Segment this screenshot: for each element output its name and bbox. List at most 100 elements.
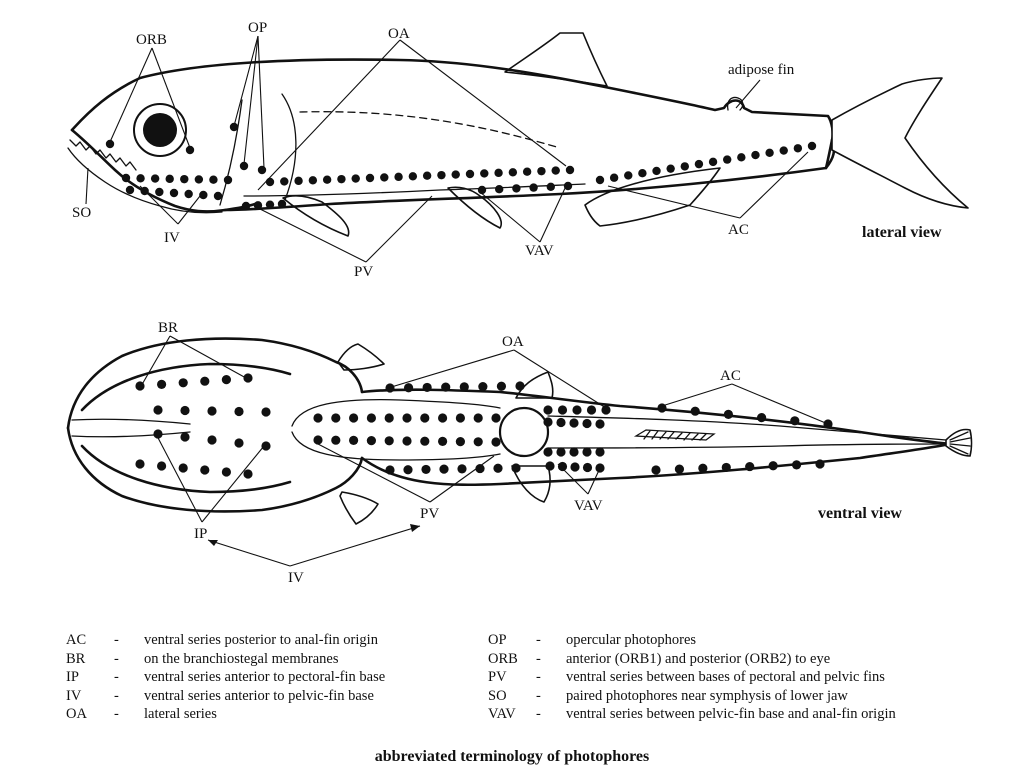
legend-entry: AC-ventral series posterior to anal-fin … xyxy=(66,632,486,651)
photophore xyxy=(543,447,552,456)
label-br: BR xyxy=(158,320,178,336)
photophore xyxy=(200,377,209,386)
label-ac-ventral: AC xyxy=(720,368,741,384)
photophore xyxy=(184,190,192,198)
photophore xyxy=(570,462,579,471)
jaw-teeth xyxy=(70,140,136,170)
photophore xyxy=(438,437,447,446)
photophore xyxy=(153,405,162,414)
photophore xyxy=(122,174,130,182)
photophore xyxy=(474,413,483,422)
legend-entry: BR-on the branchiostegal membranes xyxy=(66,651,486,670)
photophore-diagram: ORB OP OA adipose fin SO IV PV VAV AC la… xyxy=(0,0,1024,610)
legend-entry: OA-lateral series xyxy=(66,706,486,725)
photophore xyxy=(394,173,402,181)
photophore xyxy=(780,146,788,154)
photophore xyxy=(234,438,243,447)
legend-abbreviation: IV xyxy=(66,688,81,705)
photophore xyxy=(509,168,517,176)
legend-entry: IV-ventral series anterior to pelvic-fin… xyxy=(66,688,486,707)
photophore xyxy=(280,177,288,185)
photophore xyxy=(495,185,503,193)
jaw-line-lower xyxy=(72,432,190,437)
photophore xyxy=(493,464,502,473)
photophore xyxy=(366,174,374,182)
legend-separator: - xyxy=(114,669,119,686)
photophore xyxy=(242,202,250,210)
photophore xyxy=(515,381,524,390)
photophore xyxy=(294,177,302,185)
photophore xyxy=(666,164,674,172)
photophore xyxy=(243,469,252,478)
photophore xyxy=(224,176,232,184)
photophore xyxy=(652,167,660,175)
legend-description: ventral series between bases of pectoral… xyxy=(566,669,885,686)
photophore xyxy=(423,383,432,392)
photophore xyxy=(234,407,243,416)
photophore xyxy=(385,413,394,422)
photophore xyxy=(180,432,189,441)
photophore xyxy=(582,447,591,456)
photophore xyxy=(815,459,824,468)
legend-abbreviation: SO xyxy=(488,688,507,705)
lateral-view-fish xyxy=(68,33,968,236)
photophore xyxy=(624,171,632,179)
photophore xyxy=(675,465,684,474)
photophore xyxy=(179,378,188,387)
photophore xyxy=(556,447,565,456)
photophore xyxy=(209,176,217,184)
legend-abbreviation: OP xyxy=(488,632,507,649)
legend-entry: PV - ventral series between bases of pecto… xyxy=(488,669,1006,688)
photophore xyxy=(529,183,537,191)
photophore xyxy=(170,189,178,197)
photophore xyxy=(402,413,411,422)
photophore xyxy=(572,405,581,414)
photophore xyxy=(337,175,345,183)
photophore xyxy=(457,464,466,473)
legend-separator: - xyxy=(536,706,541,723)
photophore xyxy=(352,174,360,182)
lateral-pelvic-fin xyxy=(448,187,501,228)
legend-abbreviation: BR xyxy=(66,651,85,668)
photophore xyxy=(480,169,488,177)
label-ac: AC xyxy=(728,222,749,238)
photophore xyxy=(491,413,500,422)
photophore xyxy=(136,174,144,182)
legend-entry: VAV-ventral series between pelvic-fin ba… xyxy=(488,706,1006,725)
photophore xyxy=(441,383,450,392)
photophore xyxy=(349,436,358,445)
photophore xyxy=(558,462,567,471)
ventral-pectoral-fin-lower xyxy=(340,492,378,524)
photophore xyxy=(179,463,188,472)
legend-separator: - xyxy=(536,688,541,705)
label-pv-ventral: PV xyxy=(420,506,439,522)
photophore xyxy=(582,419,591,428)
photophore xyxy=(638,169,646,177)
label-ip: IP xyxy=(194,526,207,542)
legend-separator: - xyxy=(536,632,541,649)
legend-separator: - xyxy=(114,688,119,705)
photophore xyxy=(261,441,270,450)
photophore xyxy=(243,373,252,382)
photophore xyxy=(258,166,266,174)
ventral-view-title: ventral view xyxy=(818,505,902,522)
legend-abbreviation: PV xyxy=(488,669,507,686)
legend-entry: OP-opercular photophores xyxy=(488,632,1006,651)
photophore xyxy=(331,436,340,445)
photophore xyxy=(491,437,500,446)
photophore xyxy=(199,191,207,199)
photophore xyxy=(552,166,560,174)
photophore xyxy=(380,173,388,181)
photophore xyxy=(523,168,531,176)
legend-entry: ORB-anterior (ORB1) and posterior (ORB2)… xyxy=(488,651,1006,670)
photophore xyxy=(792,460,801,469)
photophore xyxy=(757,413,766,422)
photophore xyxy=(420,437,429,446)
photophore xyxy=(331,413,340,422)
photophore xyxy=(511,463,520,472)
lateral-pectoral-fin xyxy=(283,196,349,236)
legend-separator: - xyxy=(536,669,541,686)
legend-description: on the branchiostegal membranes xyxy=(144,651,338,668)
photophore xyxy=(543,417,552,426)
photophore xyxy=(497,382,506,391)
